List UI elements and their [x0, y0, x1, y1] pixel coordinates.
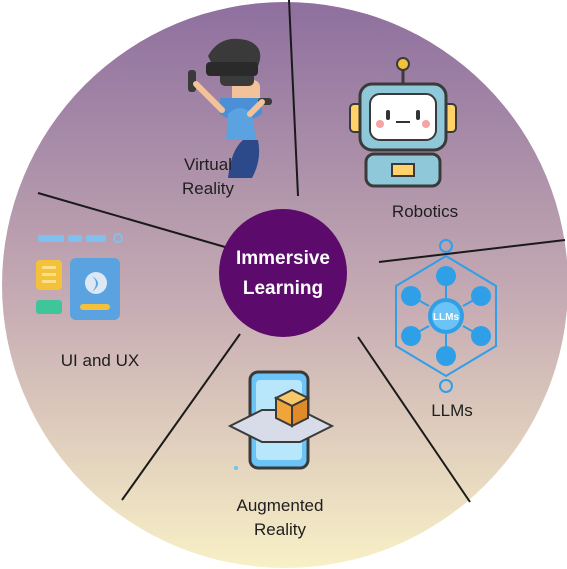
segment-label-robotics: Robotics — [370, 200, 480, 224]
virtual-reality-line2: Reality — [182, 179, 234, 198]
divider-llms-ar — [357, 336, 471, 503]
divider-ar-uiux — [121, 333, 241, 501]
center-label: Immersive Learning — [220, 244, 346, 304]
augmented-reality-line2: Reality — [254, 520, 306, 539]
llms-line1: LLMs — [431, 401, 473, 420]
segment-label-llms: LLMs — [412, 399, 492, 423]
divider-robotics-llms — [378, 239, 566, 263]
robot-icon — [349, 57, 457, 188]
ar-phone-cube-icon — [227, 370, 335, 470]
segment-label-ui-ux: UI and UX — [40, 349, 160, 373]
augmented-reality-line1: Augmented — [236, 496, 324, 515]
ui-ux-line1: UI and UX — [60, 351, 140, 370]
divider-vr-robotics — [288, 0, 299, 197]
segment-label-augmented-reality: Augmented Reality — [210, 494, 350, 542]
divider-uiux-vr — [37, 192, 233, 250]
segment-label-virtual-reality: Virtual Reality — [148, 153, 268, 201]
vr-headset-person-icon — [188, 38, 272, 178]
center-label-line2: Learning — [242, 278, 324, 299]
neural-network-icon: LLMs — [395, 239, 497, 393]
center-circle — [219, 209, 347, 337]
virtual-reality-line1: Virtual — [184, 155, 232, 174]
llm-icon-text: LLMs — [433, 312, 460, 323]
robotics-line1: Robotics — [391, 202, 459, 221]
segment-dividers — [37, 0, 566, 503]
center-label-line1: Immersive — [235, 248, 330, 269]
ui-ux-design-icon — [36, 233, 123, 320]
